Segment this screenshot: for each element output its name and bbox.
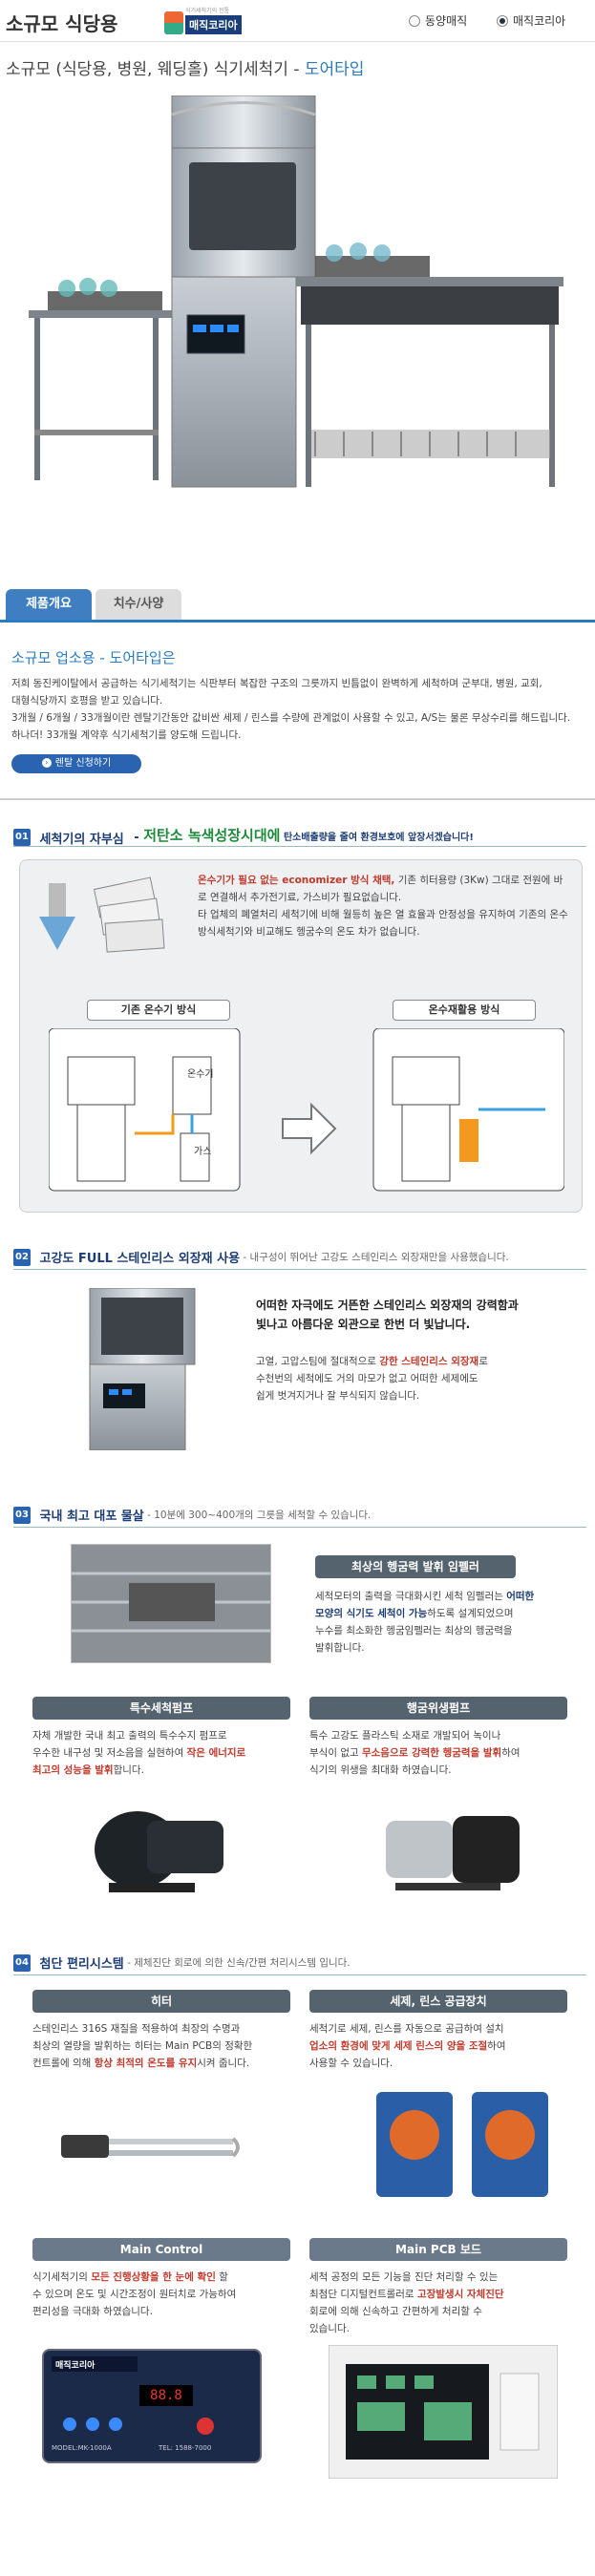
- impeller-text: 세척모터의 출력을 극대화시킨 세척 임펠러는 어떠한 모양의 식기도 세척이 …: [315, 1591, 535, 1654]
- money-arrow-illustration: [39, 876, 165, 953]
- method-diagram: [49, 1028, 564, 1192]
- tab-bar: 제품개요 치수/사양: [0, 589, 595, 623]
- rinse-pump-text: 특수 고강도 플라스틱 소재로 개발되어 녹이나 부식이 없고 무소음으로 강력…: [309, 1730, 521, 1776]
- intro-section: 소규모 업소용 - 도어타입은 저희 동진케이탈에서 공급하는 식기세척기는 식…: [11, 647, 584, 744]
- feature-text: 온수기가 필요 없는 economizer 방식 채택, 기존 히터용량 (3K…: [198, 875, 568, 938]
- wash-pump-text: 자체 개발한 국내 최고 출력의 특수수지 펌프로 우수한 내구성 및 저소음을…: [32, 1730, 246, 1776]
- stainless-text: 고열, 고압스팀에 절대적으로 강한 스테인리스 외장재로 수천번의 세척에도 …: [256, 1356, 488, 1402]
- slogan: 저탄소 녹색성장시대에: [143, 827, 281, 844]
- pcb-text: 세척 공정의 모든 기능을 진단 처리할 수 있는 최첨단 디지털컨트롤러로 고…: [309, 2271, 504, 2334]
- radio-magickorea[interactable]: 매직코리아: [497, 12, 565, 29]
- wash-pump-image: [95, 1811, 223, 1892]
- section-1: 01 세척기의 자부심 - 저탄소 녹색성장시대에 탄소배출량을 줄여 환경보호…: [13, 825, 586, 1226]
- rinse-pump-image: [386, 1816, 520, 1890]
- radio-dot-selected-icon: [497, 14, 508, 27]
- intro-title: 소규모 업소용 - 도어타입은: [11, 649, 176, 666]
- logo-word: 매직코리아: [185, 15, 242, 34]
- stainless-machine-image: [89, 1288, 196, 1450]
- dishwasher-hero-image: [29, 95, 563, 488]
- heater-image: [61, 2135, 240, 2158]
- rinse-pump-title: 행굼위생펌프: [309, 1697, 567, 1720]
- section-number: 03: [13, 1506, 31, 1524]
- impeller-photo: [71, 1544, 271, 1663]
- panel-button: [63, 2418, 76, 2431]
- section-number: 04: [13, 1953, 31, 1972]
- heater-label: 온수기: [187, 1069, 214, 1080]
- panel-phone: TEL: 1588-7000: [159, 2444, 212, 2452]
- section-2: 02 고강도 FULL 스테인리스 외장재 사용 - 내구성이 뛰어난 고강도 …: [13, 1248, 586, 1487]
- impeller-title: 최상의 헹굼력 발휘 임펠러: [315, 1555, 516, 1578]
- main-control-text: 식기세척기의 모든 진행상황을 한 눈에 확인 할 수 있으며 온도 및 시간조…: [32, 2271, 237, 2317]
- panel-display: 88.8: [139, 2385, 193, 2406]
- rental-apply-button[interactable]: ›렌탈 신청하기: [11, 754, 141, 773]
- label-new-method: 온수재활용 방식: [393, 1000, 536, 1021]
- pcb-board-image: [329, 2345, 558, 2479]
- brand-logo[interactable]: 식기세척기의 전통 매직코리아: [164, 6, 252, 36]
- section-number: 02: [13, 1248, 31, 1266]
- pcb-title: Main PCB 보드: [309, 2238, 567, 2261]
- intro-text: 하나더! 33개월 계약후 식기세척기를 양도해 드립니다.: [11, 729, 242, 741]
- feature-box: 온수기가 필요 없는 economizer 방식 채택, 기존 히터용량 (3K…: [19, 859, 583, 1213]
- panel-button: [86, 2418, 99, 2431]
- detergent-text: 세척기로 세제, 린스를 자동으로 공급하여 설치 업소의 환경에 맞게 세제 …: [309, 2023, 506, 2069]
- radio-dot-icon: [409, 14, 420, 27]
- heater-title: 히터: [32, 1990, 290, 2013]
- intro-text: 3개월 / 6개월 / 33개월이란 렌탈기간동안 값비싼 세제 / 린스를 수…: [11, 712, 571, 724]
- tab-overview[interactable]: 제품개요: [6, 589, 92, 620]
- intro-text: 대형식당까지 호평을 받고 있습니다.: [11, 695, 163, 707]
- label-old-method: 기존 온수기 방식: [87, 1000, 230, 1021]
- panel-brand: 매직코리아: [52, 2356, 138, 2372]
- section-heading: 세척기의 자부심: [39, 832, 124, 847]
- tab-spec[interactable]: 치수/사양: [96, 589, 181, 620]
- section-heading: 고강도 FULL 스테인리스 외장재 사용: [39, 1252, 241, 1266]
- main-control-title: Main Control: [32, 2238, 290, 2261]
- panel-model: MODEL:MK-1000A: [52, 2444, 112, 2452]
- wash-pump-title: 특수세척펌프: [32, 1697, 290, 1720]
- section-number: 01: [13, 829, 31, 846]
- section-3: 03 국내 최고 대포 물살 - 10분에 300~400개의 그릇을 세척할 …: [13, 1506, 586, 1926]
- section-4: 04 첨단 편리시스템 - 제체진단 회로에 의한 신속/간편 처리시스템 입니…: [13, 1953, 586, 2574]
- intro-text: 저희 동진케이탈에서 공급하는 식기세척기는 식판부터 복잡한 구조의 그릇까지…: [11, 678, 542, 689]
- divider: [0, 798, 595, 800]
- page-title: 소규모 식당용: [6, 12, 118, 35]
- panel-power-button: [197, 2418, 214, 2435]
- detergent-pump-image: [376, 2092, 548, 2197]
- panel-button: [109, 2418, 122, 2431]
- logo-mark-icon: [164, 11, 183, 34]
- product-subtitle: 소규모 (식당용, 병원, 웨딩홀) 식기세척기 - 도어타입: [6, 60, 365, 79]
- radio-label: 동양매직: [425, 14, 468, 28]
- heater-text: 스테인리스 316S 재질을 적용하여 최장의 수명과 최상의 열량을 발휘하는…: [32, 2023, 253, 2069]
- arrow-right-icon: ›: [41, 758, 52, 768]
- gas-label: 가스: [194, 1147, 212, 1157]
- detergent-title: 세제, 린스 공급장치: [309, 1990, 567, 2013]
- radio-dongyang[interactable]: 동양매직: [409, 12, 467, 29]
- control-panel-image: 매직코리아 88.8 MODEL:MK-1000A TEL: 1588-7000: [42, 2349, 262, 2463]
- header: 소규모 식당용 식기세척기의 전통 매직코리아 동양매직 매직코리아: [0, 0, 595, 42]
- logo-tagline: 식기세척기의 전통: [185, 8, 230, 14]
- section-heading: 국내 최고 대포 물살: [39, 1510, 144, 1524]
- section-heading: 첨단 편리시스템: [39, 1957, 124, 1972]
- radio-label: 매직코리아: [513, 14, 566, 28]
